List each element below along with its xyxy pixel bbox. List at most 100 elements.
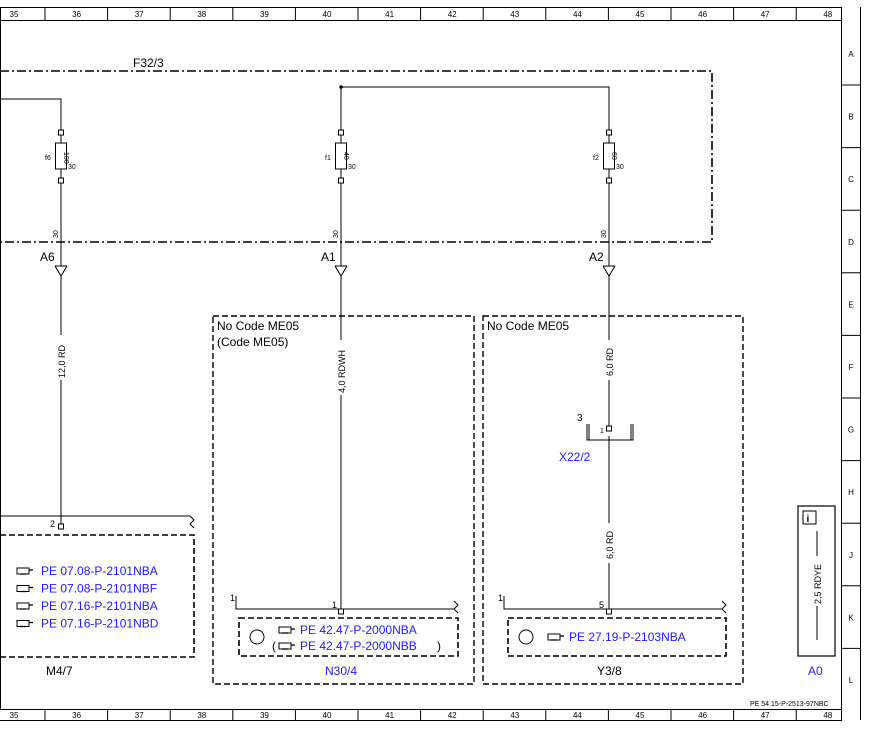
pointing-hand-icon: [16, 620, 33, 628]
n304-paren-close: ): [437, 639, 441, 653]
transistor-icon: [249, 629, 265, 645]
wire-w5-label: 2,5 RDYE: [813, 564, 823, 604]
option-box-2-line1: No Code ME05: [487, 319, 569, 333]
connector-a1-symbol: [334, 242, 348, 277]
fuse-f6-pin: 30: [68, 164, 76, 171]
column-number-top: 44: [573, 10, 582, 19]
document-id: PE 54.15-P-2513-97NBC: [750, 701, 829, 708]
column-number-top: 36: [72, 10, 81, 19]
column-number-bottom: 45: [636, 711, 645, 720]
column-number-top: 39: [260, 10, 269, 19]
valve-icon: [518, 629, 534, 645]
column-number-top: 48: [823, 10, 832, 19]
bus-wire-left: [0, 98, 62, 130]
column-number-bottom: 43: [510, 711, 519, 720]
column-number-top: 38: [197, 10, 206, 19]
column-number-top: 45: [636, 10, 645, 19]
fuse-f2: f2 60 30: [593, 129, 624, 184]
column-number-bottom: 35: [10, 711, 19, 720]
column-number-top: 47: [761, 10, 770, 19]
column-number-bottom: 36: [72, 711, 81, 720]
row-letter: D: [848, 238, 854, 247]
y38-ref-link[interactable]: PE 27.19-P-2103NBA: [569, 630, 686, 644]
pointing-hand-icon: [547, 633, 564, 641]
y38-pin-left: 1: [498, 593, 503, 603]
wire-w3-label: 6,0 RD: [605, 347, 615, 376]
row-letter: J: [849, 551, 853, 560]
n304-ref-list: PE 42.47-P-2000NBA PE 42.47-P-2000NBB (): [272, 623, 441, 653]
pointing-hand-icon: [16, 602, 33, 610]
wire-w4-bg: [603, 523, 615, 563]
x22-pin: 1: [600, 428, 604, 435]
n304-ref-link[interactable]: PE 42.47-P-2000NBB: [300, 639, 417, 653]
y38-ref-list: PE 27.19-P-2103NBA: [547, 630, 686, 644]
column-number-top: 35: [10, 10, 19, 19]
fuse-f1-pin: 30: [348, 164, 356, 171]
component-n304: 1 1: [230, 593, 459, 657]
row-letter: A: [848, 50, 854, 59]
connector-a6-symbol: [54, 242, 68, 277]
wire-w1-label: 12,0 RD: [57, 344, 67, 378]
row-letter: H: [848, 488, 854, 497]
column-number-bottom: 41: [385, 711, 394, 720]
wire-w1-bg: [55, 335, 67, 380]
n304-ref-link[interactable]: PE 42.47-P-2000NBA: [300, 623, 417, 637]
info-icon: [802, 510, 817, 525]
column-number-bottom: 37: [135, 711, 144, 720]
f2-bottom-pin: 30: [601, 230, 608, 238]
pointing-hand-icon: [278, 642, 295, 650]
m47-ref-link[interactable]: PE 07.16-P-2101NBD: [41, 617, 159, 631]
column-number-top: 46: [698, 10, 707, 19]
m47-ref-link[interactable]: PE 07.08-P-2101NBA: [41, 564, 158, 578]
fuse-f2-name: f2: [593, 155, 599, 162]
wire-w2-label: 4,0 RDWH: [337, 350, 347, 393]
x22-pin-count: 3: [577, 413, 583, 424]
column-number-top: 41: [385, 10, 394, 19]
component-m47: 2: [0, 515, 195, 658]
wire-w4-label: 6,0 RD: [605, 530, 615, 559]
connector-a1-label: A1: [321, 250, 336, 264]
n304-pin: 1: [332, 600, 337, 610]
column-number-bottom: 48: [823, 711, 832, 720]
option-box-2: [482, 315, 744, 685]
connector-a2-label: A2: [589, 250, 604, 264]
connector-x22-2: 3 1: [577, 413, 634, 441]
n304-paren-open: (: [272, 639, 276, 653]
n304-label[interactable]: N30/4: [325, 664, 357, 678]
bus-wire-right: [341, 86, 610, 130]
m47-ref-link[interactable]: PE 07.08-P-2101NBF: [41, 582, 157, 596]
row-letter: F: [849, 363, 854, 372]
connector-a2-symbol: [602, 242, 616, 277]
option-box-1-line1: No Code ME05: [217, 319, 299, 333]
fuse-f1-name: f1: [325, 155, 331, 162]
info-icon-glyph: i: [807, 514, 810, 525]
row-letter: G: [848, 426, 854, 435]
m47-pin: 2: [50, 519, 55, 529]
m47-ref-list: PE 07.08-P-2101NBA PE 07.08-P-2101NBF PE 0…: [16, 564, 159, 631]
row-letter: B: [848, 113, 853, 122]
column-number-bottom: 47: [761, 711, 770, 720]
column-number-bottom: 42: [448, 711, 457, 720]
wire-w3-bg: [603, 340, 615, 380]
column-number-bottom: 46: [698, 711, 707, 720]
pointing-hand-icon: [278, 626, 295, 634]
m47-ref-link[interactable]: PE 07.16-P-2101NBA: [41, 599, 158, 613]
option-box-1-line2: (Code ME05): [217, 335, 288, 349]
option-box-1: [212, 315, 475, 685]
x22-2-link[interactable]: X22/2: [559, 450, 591, 464]
component-y38: 1 5: [498, 593, 727, 657]
fuse-f6-rating: 100: [62, 152, 69, 164]
column-number-bottom: 44: [573, 711, 582, 720]
fuse-f6: f6 100 30: [45, 129, 76, 184]
wire-w2-bg: [335, 340, 347, 395]
column-number-top: 37: [135, 10, 144, 19]
component-a0: i 2,5 RDYE: [797, 505, 836, 657]
f1-bottom-pin: 30: [333, 230, 340, 238]
y38-label: Y3/8: [597, 664, 622, 678]
column-number-top: 40: [323, 10, 332, 19]
a0-label[interactable]: A0: [808, 664, 823, 678]
fuse-f6-name: f6: [45, 155, 51, 162]
n304-pin-left: 1: [230, 593, 235, 603]
fuse-f1-rating: 40: [342, 152, 349, 160]
